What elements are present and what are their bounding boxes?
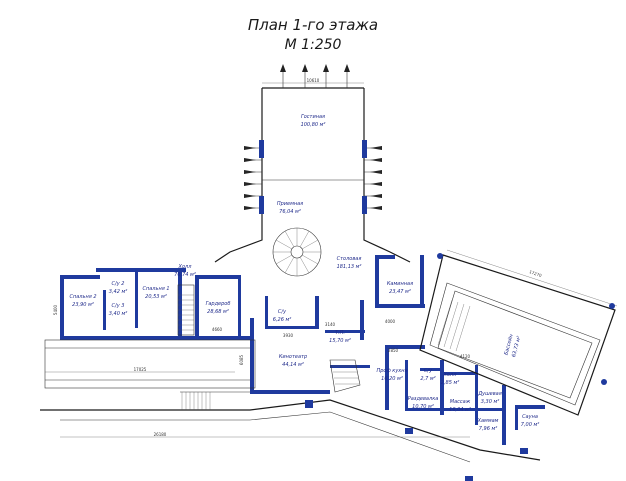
room-area: 100,80 м² (301, 122, 326, 128)
room-area: 16,04 м² (449, 407, 471, 413)
room-su-small: С/у 2,7 м² (420, 368, 435, 382)
room-kholl-small: Холл 2,85 м² (441, 372, 460, 386)
room-priemnaya: Приемная 76,04 м² (277, 201, 303, 215)
room-tp: Т.П. 15,70 м² (329, 330, 351, 344)
room-name: Душевая (477, 391, 502, 397)
spiral-staircase (272, 227, 322, 277)
room-kaminnaya: Каминная 23,47 м² (387, 281, 413, 295)
room-area: 7,00 м² (521, 422, 540, 428)
room-name: Проф кухня (376, 368, 407, 374)
room-razdevalka: Раздевалка 10,70 м² (408, 396, 439, 410)
dim-left-mid: 17025 (134, 367, 147, 372)
room-kholl: Холл 76,74 м² (174, 264, 196, 278)
dim-kholl: 3930 (283, 333, 294, 338)
room-area: 3,42 м² (109, 289, 128, 295)
dim-bottom: 26180 (154, 432, 167, 437)
room-spalnya2: Спальня 2 23,90 м² (69, 294, 96, 308)
central-hall: 10610 (214, 64, 411, 263)
hall-stair (177, 284, 195, 336)
room-garderob: Гардероб 28,68 м² (206, 301, 231, 315)
room-area: 7,96 м² (479, 426, 498, 432)
room-name: Спальня 2 (69, 294, 96, 300)
room-name: Раздевалка (408, 396, 439, 402)
room-area: 10,70 м² (412, 404, 434, 410)
room-name: Кинотеатр (279, 354, 307, 360)
room-area: 28,68 м² (207, 309, 229, 315)
room-name: Массаж (450, 399, 471, 405)
room-name: Холл (443, 372, 458, 378)
room-name: Сауна (522, 414, 538, 420)
room-name: С/у 3 (112, 303, 125, 309)
dim-kitchen: 4000 (385, 319, 396, 324)
room-name: Столовая (337, 256, 362, 262)
tp-stair (329, 359, 361, 393)
room-area: 44,14 м² (282, 362, 304, 368)
room-name: Бассейн (503, 333, 515, 356)
room-stolovaya: Столовая 181,13 м² (337, 256, 362, 270)
dim-su: 3140 (325, 322, 336, 327)
room-area: 15,70 м² (329, 338, 351, 344)
room-basseyn: Бассейн 63,73 м² (503, 333, 522, 358)
dim-b3: 4120 (460, 354, 471, 359)
room-name: Приемная (277, 201, 303, 207)
dim-left-side: 5400 (53, 304, 58, 315)
room-name: С/у (424, 368, 433, 374)
room-area: 76,74 м² (174, 272, 196, 278)
room-name: Гостиная (301, 114, 325, 120)
room-area: 63,73 м² (511, 336, 522, 359)
room-name: Холл (178, 264, 193, 270)
room-kinoteatr: Кинотеатр 44,14 м² (279, 354, 307, 368)
room-area: 2,7 м² (420, 376, 435, 382)
room-area: 3,40 м² (109, 311, 128, 317)
dim-b2: 2850 (388, 348, 399, 353)
room-khamam: Хаммам 7,96 м² (477, 418, 499, 432)
room-name: С/у (278, 309, 287, 315)
room-prop-kukhnya: Проф кухня 16,20 м² (376, 368, 407, 382)
room-name: Т.П. (335, 330, 345, 336)
dim-garderob: 4660 (212, 327, 223, 332)
room-sauna: Сауна 7,00 м² (521, 414, 540, 428)
room-name: Гардероб (206, 301, 231, 307)
room-gostinaya: Гостиная 100,80 м² (301, 114, 326, 128)
room-area: 2,85 м² (441, 380, 460, 386)
room-spalnya1: Спальня 1 20,53 м² (142, 286, 169, 300)
dim-b1: 6085 (239, 354, 244, 365)
plan-scale: М 1:250 (285, 37, 342, 53)
room-area: 23,90 м² (72, 302, 94, 308)
room-area: 16,20 м² (381, 376, 403, 382)
outer-walls (60, 255, 545, 445)
room-name: С/у 2 (112, 281, 125, 287)
room-area: 6,26 м² (273, 317, 292, 323)
room-area: 3,30 м² (481, 399, 500, 405)
room-name: Каминная (387, 281, 413, 287)
room-su2: С/у 2 3,42 м² (109, 281, 128, 295)
pool-block: 17270 (419, 249, 618, 416)
room-name: Хаммам (477, 418, 499, 424)
ramp: 26180 17025 (40, 339, 541, 481)
dim-pool: 17270 (529, 269, 543, 278)
room-area: 76,04 м² (279, 209, 301, 215)
room-area: 23,47 м² (389, 289, 411, 295)
room-area: 20,53 м² (145, 294, 167, 300)
room-area: 181,13 м² (337, 264, 362, 270)
room-name: Спальня 1 (142, 286, 169, 292)
room-su3: С/у 3 3,40 м² (109, 303, 128, 317)
room-massazh: Массаж 16,04 м² (449, 399, 471, 413)
dim-top: 10610 (307, 78, 320, 83)
plan-title: План 1-го этажа (248, 16, 378, 34)
room-dushevaya: Душевая 3,30 м² (477, 391, 502, 405)
room-su: С/у 6,26 м² (273, 309, 292, 323)
